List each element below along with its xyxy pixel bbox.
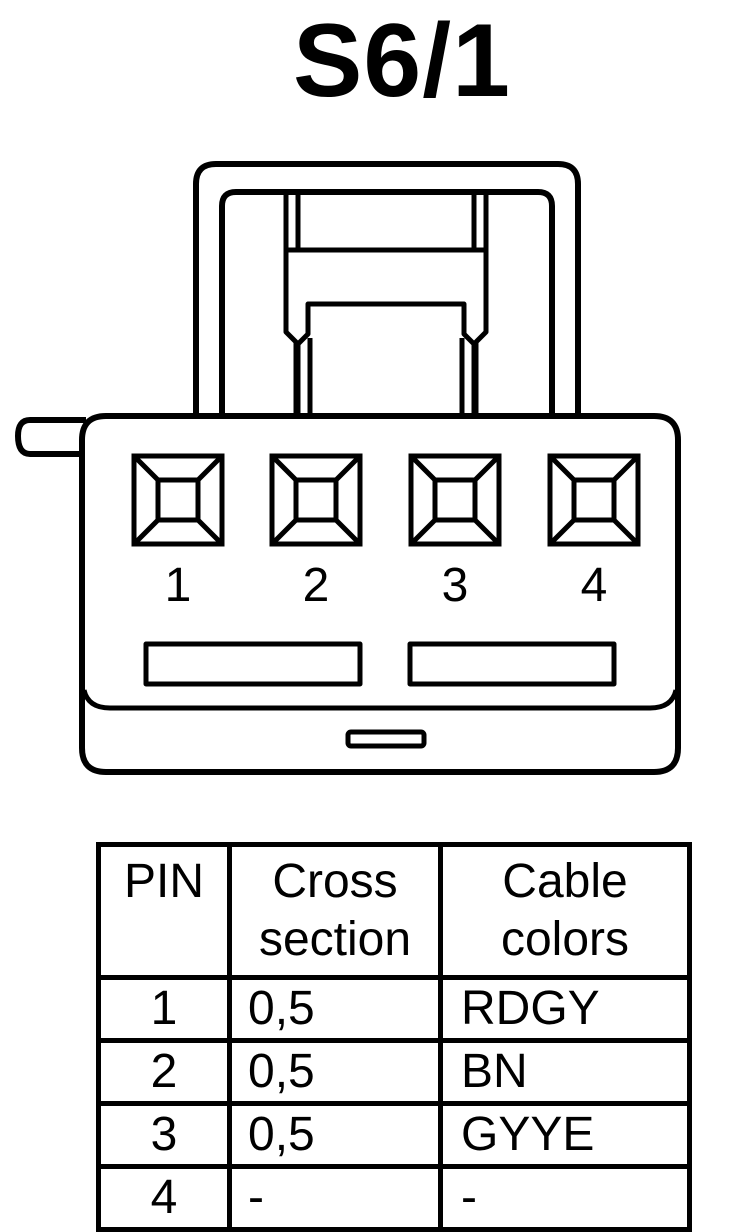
pin-terminal xyxy=(547,453,641,547)
cell-pin: 4 xyxy=(96,1164,232,1232)
table-row: 3 0,5 GYYE xyxy=(96,1101,692,1169)
latch-outer-frame xyxy=(193,161,581,414)
diagram-title: S6/1 xyxy=(293,3,511,119)
cell-cable-color: GYYE xyxy=(438,1101,692,1169)
cell-pin: 2 xyxy=(96,1038,232,1106)
cell-cross-section: 0,5 xyxy=(227,1101,443,1169)
pin-terminal xyxy=(131,453,225,547)
connector-drawing: 1 2 3 4 xyxy=(15,161,681,775)
table-row: 2 0,5 BN xyxy=(96,1038,692,1106)
pin-assignment-table: PIN Cross section Cable colors 1 0,5 RDG… xyxy=(96,842,692,1232)
header-colors-line1: Cable xyxy=(502,855,628,908)
cell-cross-section: 0,5 xyxy=(227,1038,443,1106)
header-cable-colors: Cable colors xyxy=(438,842,692,980)
table-row: 4 - - xyxy=(96,1164,692,1232)
header-cross-line1: Cross xyxy=(272,855,398,908)
header-cross-section: Cross section xyxy=(227,842,443,980)
cell-pin: 1 xyxy=(96,975,232,1043)
header-pin-label: PIN xyxy=(123,855,204,908)
pin-terminal xyxy=(269,453,363,547)
cell-cable-color: RDGY xyxy=(438,975,692,1043)
pin-number-label: 2 xyxy=(303,559,330,612)
table-header-row: PIN Cross section Cable colors xyxy=(96,842,692,980)
cell-pin: 3 xyxy=(96,1101,232,1169)
slot-right xyxy=(407,641,617,687)
header-pin: PIN xyxy=(96,842,232,980)
cell-cross-section: - xyxy=(227,1164,443,1232)
cell-cable-color: - xyxy=(438,1164,692,1232)
cell-cross-section: 0,5 xyxy=(227,975,443,1043)
pin-terminal xyxy=(408,453,502,547)
slot-left xyxy=(143,641,363,687)
latch-lever xyxy=(283,194,489,414)
pin-number-label: 1 xyxy=(165,559,192,612)
housing-step-line xyxy=(81,689,679,711)
pin-number-label: 3 xyxy=(442,559,469,612)
bottom-slot xyxy=(345,729,427,749)
pin-number-label: 4 xyxy=(581,559,608,612)
side-tab xyxy=(15,417,86,457)
latch-inner-frame xyxy=(219,189,555,414)
cell-cable-color: BN xyxy=(438,1038,692,1106)
table-row: 1 0,5 RDGY xyxy=(96,975,692,1043)
header-cross-line2: section xyxy=(258,913,412,966)
header-colors-line2: colors xyxy=(500,913,630,966)
